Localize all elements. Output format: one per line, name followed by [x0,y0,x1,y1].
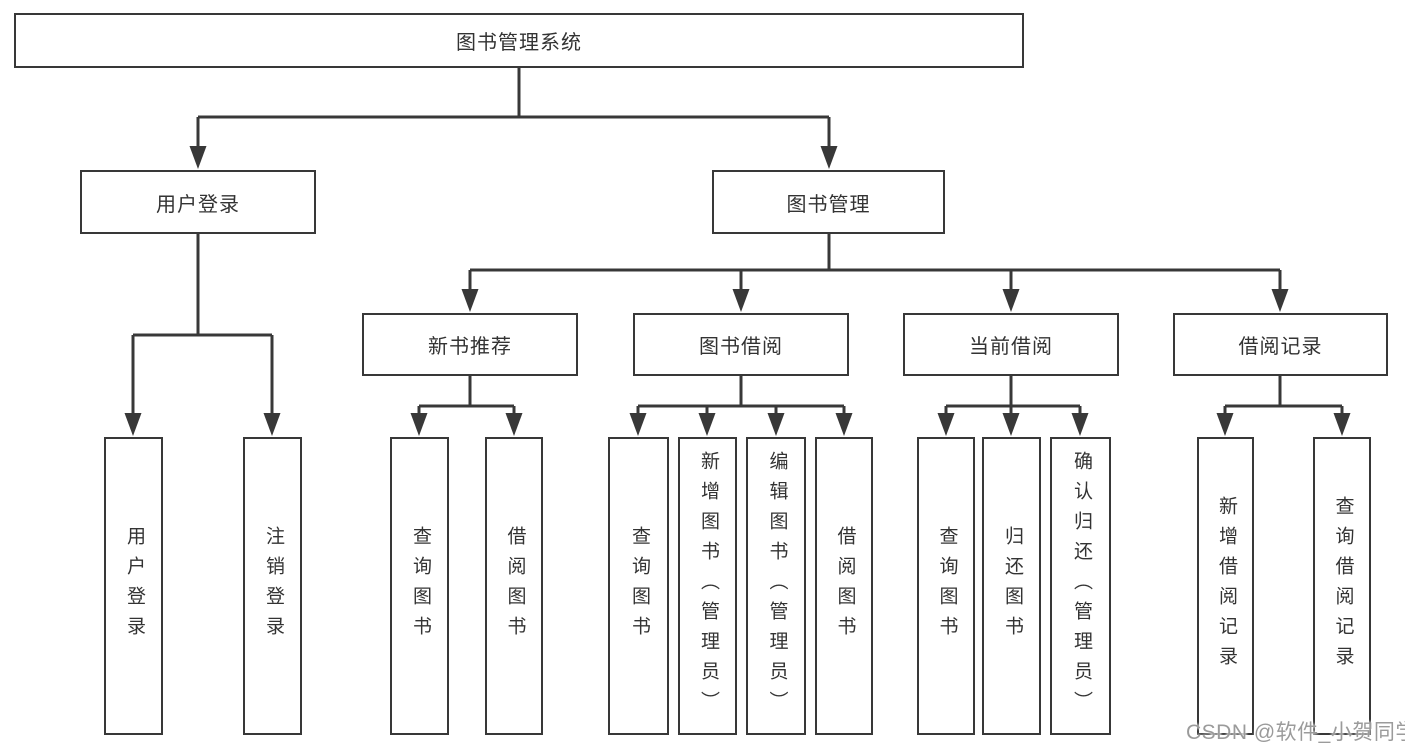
leaf-edit-books-admin: 编辑图书（管理员） [746,437,806,735]
leaf-borrow-books-recommend: 借阅图书 [485,437,543,735]
node-label: 借阅图书 [834,526,856,646]
connector-group-current-borrow [937,376,1089,436]
node-label: 借阅图书 [504,526,526,646]
node-label: 查询图书 [628,526,650,646]
node-label: 借阅记录 [1238,336,1323,358]
node-system-root: 图书管理系统 [14,13,1024,68]
node-label: 图书借阅 [699,336,783,358]
node-book-borrow: 图书借阅 [633,313,849,376]
connector-group-book-management [461,234,1289,312]
node-label: 编辑图书（管理员） [766,451,788,721]
connector-group-book-borrow [629,376,853,436]
leaf-add-books-admin: 新增图书（管理员） [678,437,737,735]
connector-group-user-login [124,234,281,436]
connector-group-borrow-records [1216,376,1351,436]
node-label: 当前借阅 [969,336,1053,358]
leaf-user-login: 用户登录 [104,437,163,735]
leaf-query-books-recommend: 查询图书 [390,437,449,735]
node-label: 注销登录 [262,526,284,646]
leaf-return-books: 归还图书 [982,437,1041,735]
node-borrow-records: 借阅记录 [1173,313,1388,376]
leaf-confirm-return-admin: 确认归还（管理员） [1050,437,1111,735]
leaf-query-books-borrow: 查询图书 [608,437,669,735]
node-label: 用户登录 [156,193,240,216]
leaf-query-books-current: 查询图书 [917,437,975,735]
node-label: 查询图书 [936,526,958,646]
csdn-watermark: CSDN @软件_小贺同学 [1186,721,1405,744]
node-label: 确认归还（管理员） [1070,451,1092,721]
leaf-borrow-books: 借阅图书 [815,437,873,735]
node-label: 查询借阅记录 [1332,496,1354,676]
node-label: 用户登录 [123,526,145,646]
node-user-login: 用户登录 [80,170,316,234]
node-new-book-recommend: 新书推荐 [362,313,578,376]
node-label: 查询图书 [409,526,431,646]
node-book-management: 图书管理 [712,170,945,234]
node-label: 新书推荐 [428,336,512,358]
node-label: 新增借阅记录 [1215,496,1237,676]
leaf-add-borrow-record: 新增借阅记录 [1197,437,1254,735]
leaf-query-borrow-record: 查询借阅记录 [1313,437,1371,735]
node-label: 归还图书 [1001,526,1023,646]
node-current-borrow: 当前借阅 [903,313,1119,376]
node-label: 图书管理系统 [456,32,582,54]
connector-group-new-book [410,376,523,436]
connector-group-root [189,68,838,169]
leaf-logout: 注销登录 [243,437,302,735]
node-label: 图书管理 [786,193,871,216]
node-label: 新增图书（管理员） [697,451,719,721]
